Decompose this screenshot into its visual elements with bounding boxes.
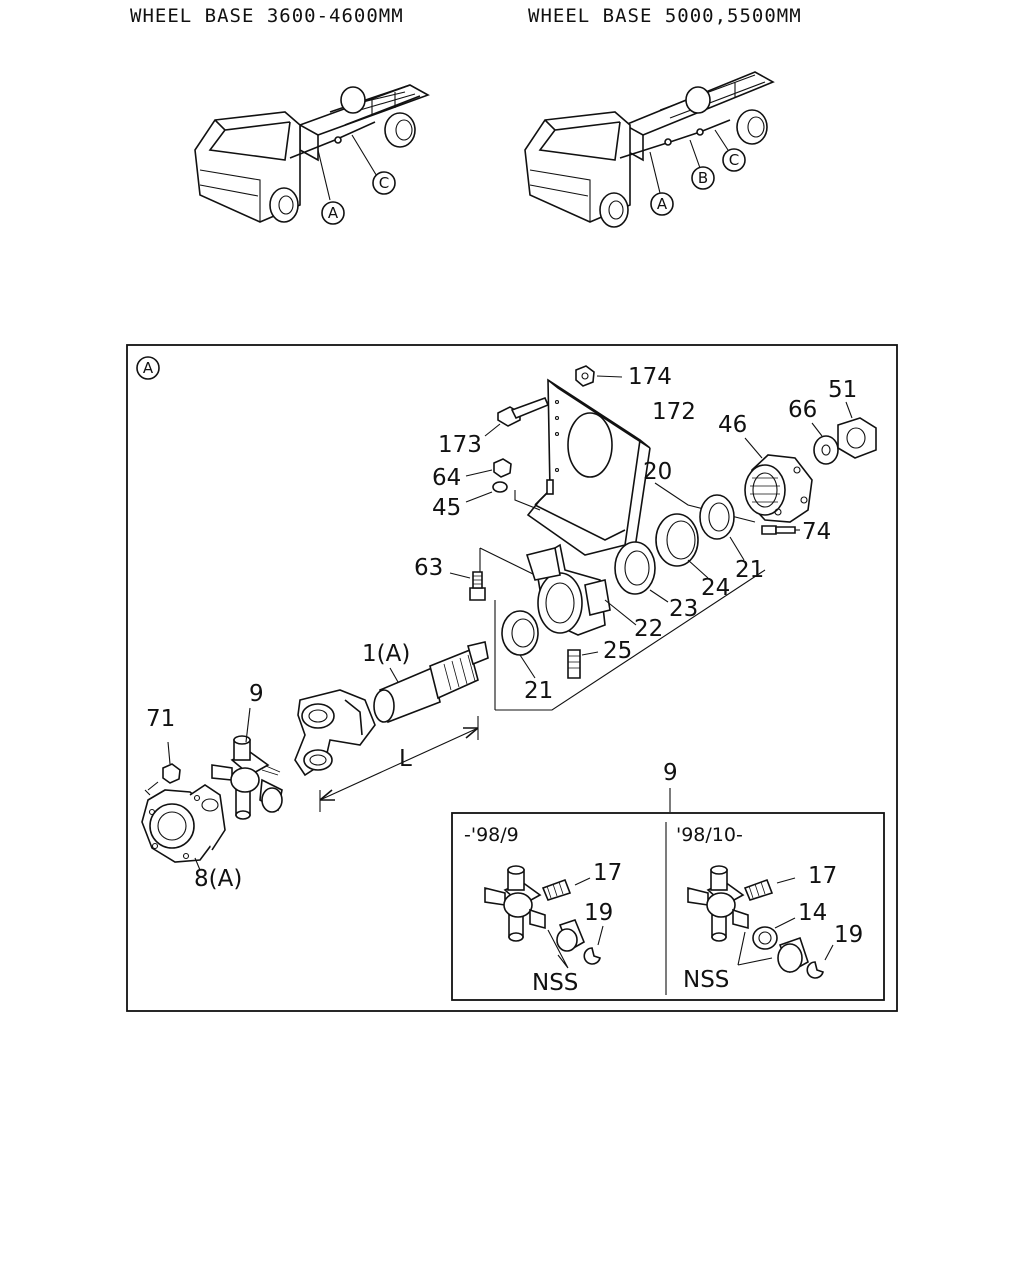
nut-51 — [837, 401, 877, 459]
label-9: 9 — [249, 681, 264, 707]
label-23: 23 — [669, 596, 698, 622]
truck-illustration-left: A C — [194, 84, 430, 225]
marker-b-right: B — [698, 169, 708, 187]
washer-66 — [811, 422, 839, 465]
label-20: 20 — [643, 459, 672, 485]
marker-c-right: C — [729, 151, 739, 169]
flange-yoke-8a — [141, 781, 226, 871]
header-left: WHEEL BASE 3600-4600MM — [130, 5, 404, 27]
label-25: 25 — [603, 638, 632, 664]
bolt-173 — [484, 396, 550, 437]
label-71: 71 — [146, 706, 175, 732]
detail-view-marker: A — [143, 359, 154, 377]
washer-45 — [465, 481, 508, 503]
inset-left-label-19: 19 — [584, 900, 613, 926]
label-74: 74 — [802, 519, 831, 545]
seal-21-lower — [501, 610, 539, 679]
label-45: 45 — [432, 495, 461, 521]
label-174: 174 — [628, 364, 672, 390]
label-22: 22 — [634, 616, 663, 642]
inset-box-9 — [451, 812, 885, 1001]
inset-left-title: -'98/9 — [464, 824, 519, 846]
label-66: 66 — [788, 397, 817, 423]
label-173: 173 — [438, 432, 482, 458]
header-right: WHEEL BASE 5000,5500MM — [528, 5, 802, 27]
label-51: 51 — [828, 377, 857, 403]
truck-illustration-right: A B C — [524, 71, 775, 228]
propeller-shaft-1a — [294, 641, 489, 777]
inset-right-label-14: 14 — [798, 900, 827, 926]
label-21-upper: 21 — [735, 557, 764, 583]
marker-a-right: A — [657, 195, 668, 213]
label-21-lower: 21 — [524, 678, 553, 704]
inset-right-joint — [687, 865, 834, 979]
inset-left-label-nss: NSS — [532, 970, 578, 996]
inset-right-label-19: 19 — [834, 922, 863, 948]
label-9-inset: 9 — [663, 760, 678, 786]
label-24: 24 — [701, 575, 730, 601]
marker-a-left: A — [328, 204, 339, 222]
ring-24 — [655, 513, 709, 579]
bolt-63 — [449, 571, 486, 601]
label-8a: 8(A) — [194, 866, 242, 892]
universal-joint-9 — [211, 707, 283, 820]
inset-left-joint — [484, 865, 604, 969]
bolt-71 — [162, 741, 181, 784]
detail-a-frame — [126, 344, 898, 1012]
bearing-23 — [614, 541, 669, 603]
companion-flange-46 — [744, 437, 813, 523]
inset-right-title: '98/10- — [676, 824, 743, 846]
label-dim-l: L — [399, 746, 412, 772]
inset-right-label-nss: NSS — [683, 967, 729, 993]
grease-fitting-25 — [567, 649, 599, 679]
label-64: 64 — [432, 465, 461, 491]
bolt-74 — [761, 525, 800, 535]
label-46: 46 — [718, 412, 747, 438]
inset-left-label-17: 17 — [593, 860, 622, 886]
label-1a: 1(A) — [362, 641, 410, 667]
label-63: 63 — [414, 555, 443, 581]
inset-right-label-17: 17 — [808, 863, 837, 889]
marker-c-left: C — [379, 174, 389, 192]
dimension-l — [319, 716, 479, 812]
seal-21-upper — [699, 494, 745, 561]
rubber-mount-22 — [525, 543, 637, 636]
label-172: 172 — [652, 399, 696, 425]
nut-174 — [575, 365, 623, 387]
nut-64 — [465, 458, 512, 478]
